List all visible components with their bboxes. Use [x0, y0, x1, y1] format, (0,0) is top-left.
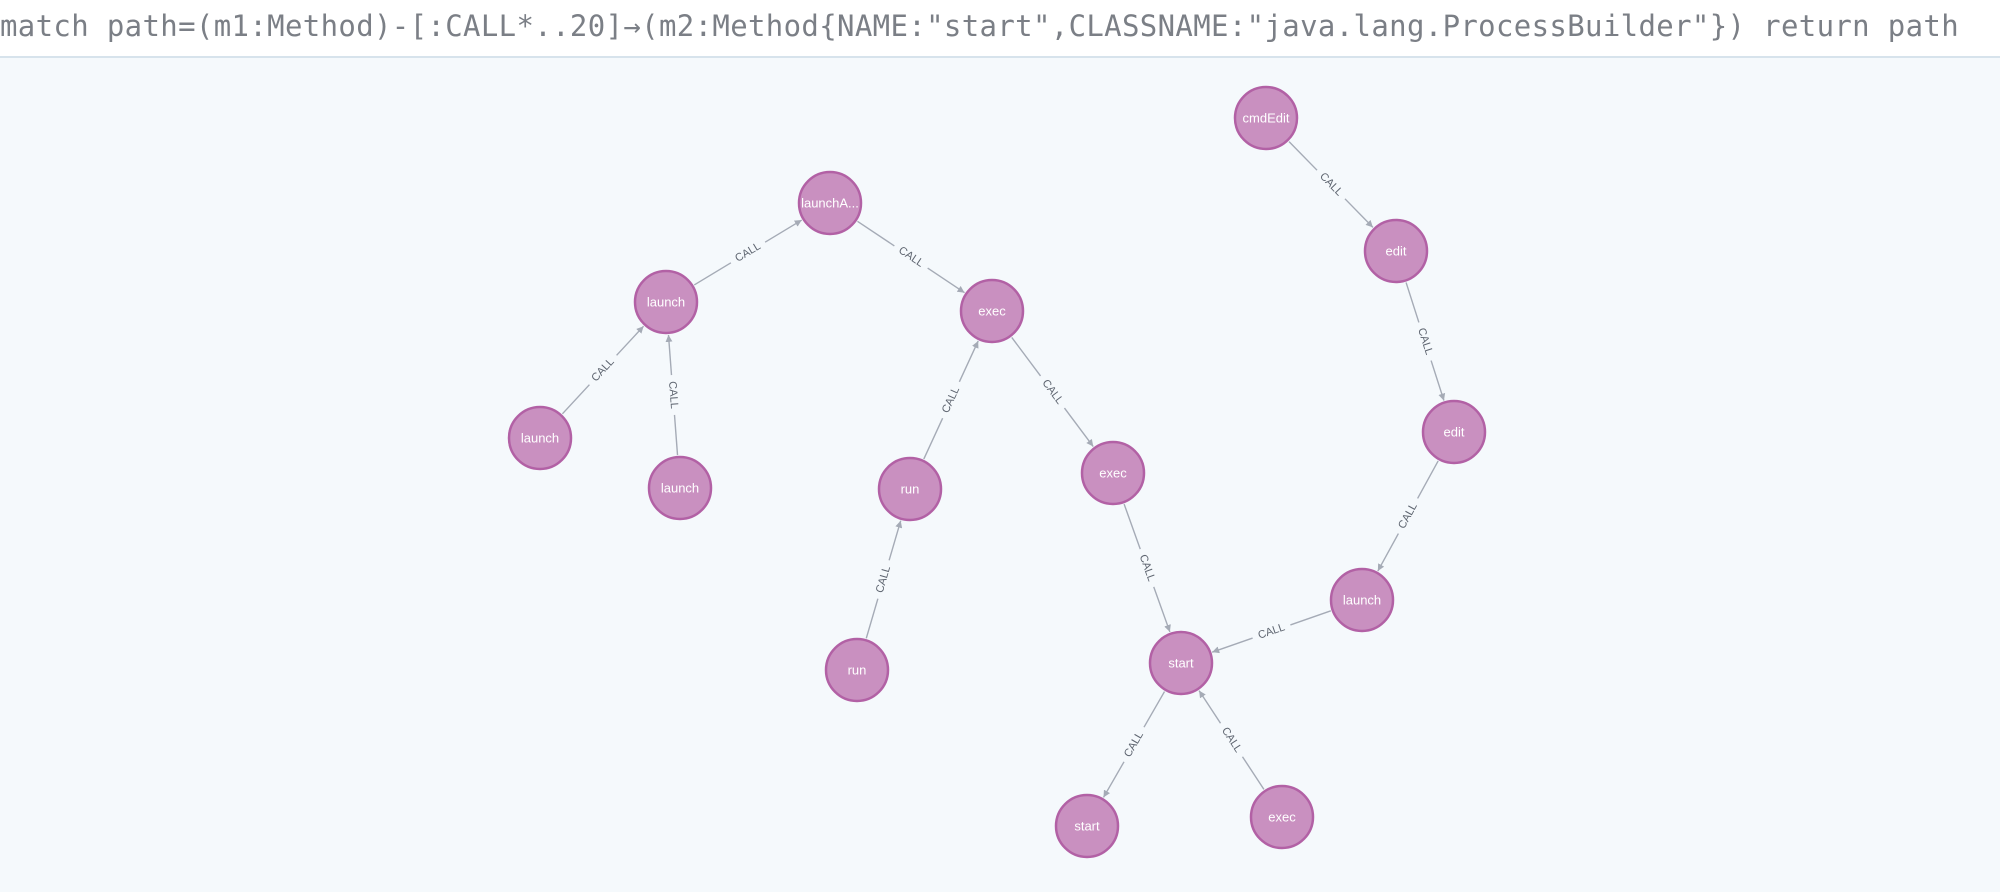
edge-label: CALL: [896, 244, 926, 269]
method-node[interactable]: exec: [1249, 784, 1315, 850]
edge-label: CALL: [1122, 730, 1146, 760]
edge-line-segment[interactable]: [923, 417, 944, 460]
edge-label: CALL: [1219, 725, 1244, 755]
call-relationship[interactable]: CALL: [693, 219, 803, 286]
call-relationship[interactable]: CALL: [1211, 610, 1332, 654]
method-node-circle[interactable]: [824, 637, 890, 703]
edge-line-segment[interactable]: [764, 219, 803, 243]
call-relationship[interactable]: CALL: [1405, 282, 1446, 401]
call-relationship[interactable]: CALL: [561, 325, 645, 415]
edge-line-segment[interactable]: [1241, 756, 1265, 790]
edge-line-segment[interactable]: [888, 520, 903, 561]
edge-label: CALL: [1415, 327, 1435, 357]
edge-label: CALL: [874, 565, 893, 595]
method-node[interactable]: start: [1148, 630, 1214, 696]
edge-line-segment[interactable]: [1377, 533, 1400, 572]
call-relationship[interactable]: CALL: [665, 334, 680, 456]
edge-label: CALL: [1396, 501, 1420, 531]
edge-line-segment[interactable]: [1290, 610, 1332, 626]
method-node[interactable]: cmdEdit: [1233, 85, 1299, 151]
edge-line-segment[interactable]: [693, 262, 732, 286]
method-node[interactable]: edit: [1421, 399, 1487, 465]
edge-line-segment[interactable]: [1405, 282, 1420, 323]
edge-line-segment[interactable]: [561, 384, 590, 415]
method-node-circle[interactable]: [1080, 440, 1146, 506]
method-node-circle[interactable]: [877, 456, 943, 522]
method-node[interactable]: exec: [1080, 440, 1146, 506]
method-node-circle[interactable]: [1329, 567, 1395, 633]
edge-line-segment[interactable]: [1344, 198, 1374, 228]
edge-line-segment[interactable]: [1063, 407, 1094, 447]
method-node-circle[interactable]: [959, 278, 1025, 344]
edge-line-segment[interactable]: [927, 267, 965, 294]
method-node-circle[interactable]: [633, 269, 699, 335]
edge-line-segment[interactable]: [857, 220, 895, 247]
method-node-circle[interactable]: [1233, 85, 1299, 151]
method-node-circle[interactable]: [1421, 399, 1487, 465]
method-node[interactable]: edit: [1363, 218, 1429, 284]
method-node[interactable]: launch: [507, 405, 573, 471]
edge-line-segment[interactable]: [1123, 503, 1141, 550]
call-relationship[interactable]: CALL: [1377, 460, 1439, 572]
edge-label: CALL: [1137, 553, 1158, 583]
call-relationship[interactable]: CALL: [865, 520, 903, 639]
edge-label: CALL: [1257, 621, 1287, 641]
edge-label: CALL: [1039, 377, 1065, 406]
query-editor[interactable]: match path=(m1:Method)-[:CALL*..20]→(m2:…: [0, 0, 2000, 58]
method-node[interactable]: start: [1054, 793, 1120, 859]
method-node-circle[interactable]: [647, 455, 713, 521]
edge-line-segment[interactable]: [616, 325, 645, 356]
call-relationship[interactable]: CALL: [1288, 141, 1374, 228]
nodes-layer: launch launch launch launchA... exec run run ex…: [507, 85, 1487, 859]
method-node-circle[interactable]: [1148, 630, 1214, 696]
method-node[interactable]: launch: [633, 269, 699, 335]
edge-line-segment[interactable]: [1430, 360, 1446, 401]
edge-line-segment[interactable]: [1102, 761, 1125, 798]
edge-label: CALL: [1317, 170, 1345, 198]
edge-line-segment[interactable]: [665, 334, 673, 376]
edge-label: CALL: [666, 381, 680, 409]
method-node[interactable]: launch: [647, 455, 713, 521]
edge-line-segment[interactable]: [958, 340, 979, 383]
cypher-query-text[interactable]: match path=(m1:Method)-[:CALL*..20]→(m2:…: [0, 9, 1960, 43]
edge-line-segment[interactable]: [1143, 691, 1166, 728]
method-node-circle[interactable]: [1363, 218, 1429, 284]
edge-line-segment[interactable]: [1198, 690, 1222, 724]
call-relationship[interactable]: CALL: [1102, 691, 1166, 798]
edge-line-segment[interactable]: [673, 414, 679, 456]
method-node[interactable]: launch: [1329, 567, 1395, 633]
edge-line-segment[interactable]: [865, 598, 879, 639]
method-node[interactable]: run: [824, 637, 890, 703]
method-node-circle[interactable]: [1054, 793, 1120, 859]
edge-label: CALL: [589, 356, 617, 384]
method-node-circle[interactable]: [1249, 784, 1315, 850]
method-node-circle[interactable]: [507, 405, 573, 471]
method-node[interactable]: run: [877, 456, 943, 522]
method-node-circle[interactable]: [797, 170, 863, 236]
method-node[interactable]: launchA...: [797, 170, 863, 236]
edge-label: CALL: [940, 385, 962, 415]
edge-line-segment[interactable]: [1011, 337, 1042, 377]
edge-line-segment[interactable]: [1153, 586, 1171, 633]
call-relationship[interactable]: CALL: [1123, 503, 1171, 633]
call-relationship[interactable]: CALL: [923, 340, 979, 460]
call-relationship[interactable]: CALL: [857, 220, 965, 294]
edge-label: CALL: [733, 240, 763, 265]
graph-canvas[interactable]: CALL CALL CALL CALL CALL CALL CALL CALL CALL CALL…: [0, 58, 2000, 892]
call-relationship[interactable]: CALL: [1198, 690, 1265, 790]
edge-line-segment[interactable]: [1416, 460, 1439, 499]
method-node[interactable]: exec: [959, 278, 1025, 344]
edge-line-segment[interactable]: [1288, 141, 1318, 171]
call-relationship[interactable]: CALL: [1011, 337, 1094, 447]
edge-line-segment[interactable]: [1211, 637, 1253, 654]
